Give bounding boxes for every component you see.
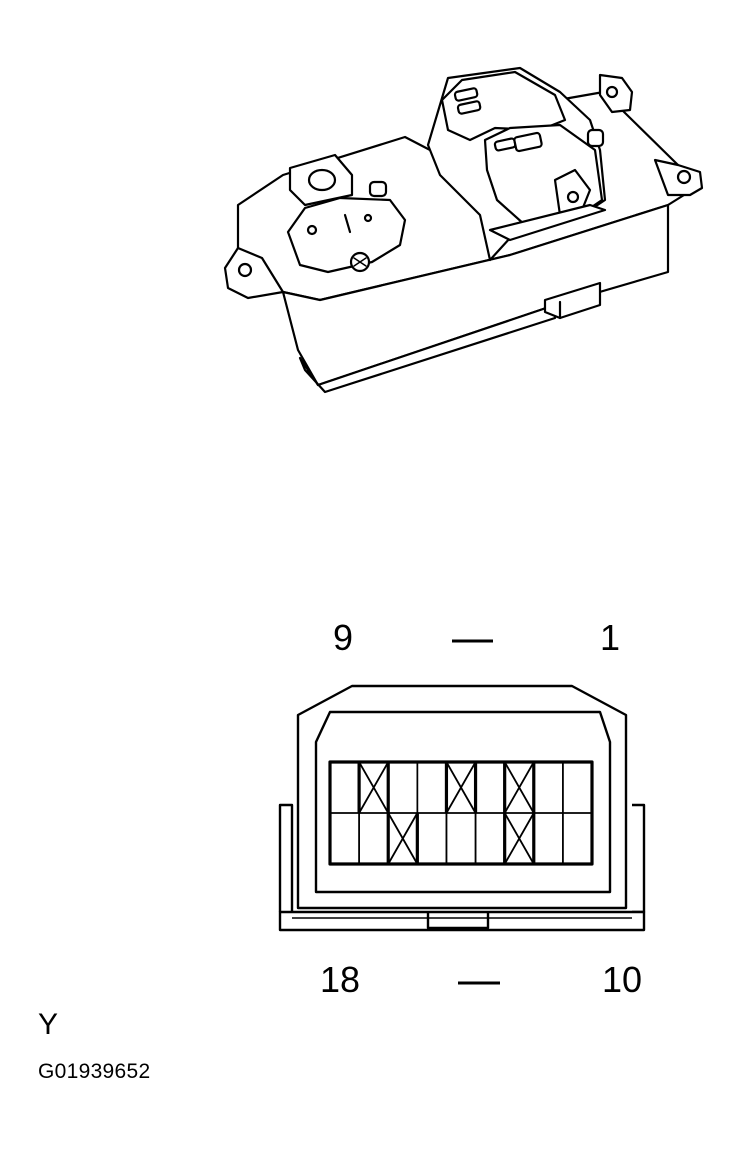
label-bottom-right: 10: [602, 959, 642, 1000]
right-mounting-hole: [676, 169, 692, 185]
label-top-left: 9: [333, 617, 353, 658]
switch-connector-tab: [543, 281, 602, 320]
connector-left-rail: [278, 803, 294, 912]
switch-housing-front: [281, 203, 670, 387]
master-post: [586, 128, 605, 148]
unused-cavity-mark: [445, 761, 477, 814]
label-bottom-left: 18: [320, 959, 360, 1000]
switch-housing-base: [298, 303, 557, 394]
connector-key: [426, 912, 490, 930]
connector-face: [278, 684, 646, 932]
unused-cavity-mark: [358, 761, 390, 814]
connector-shell: [296, 684, 628, 910]
connector-right-rail: [632, 803, 646, 914]
unused-cavity-mark: [503, 761, 535, 814]
cavity-grid: [328, 760, 594, 866]
figure-id: G01939652: [38, 1060, 151, 1083]
window-switch-assembly: [223, 66, 704, 394]
left-mounting-hole: [237, 262, 253, 278]
unused-cavity-mark: [503, 812, 535, 865]
upper-mounting-hole: [605, 85, 619, 99]
view-letter: Y: [38, 1008, 59, 1041]
lock-button-circle: [307, 168, 337, 192]
unused-cavity-mark: [387, 812, 419, 865]
left-mounting-ear: [223, 246, 285, 300]
lock-post: [368, 180, 388, 198]
single-window-rocker: [286, 196, 407, 274]
connector-base: [278, 910, 646, 932]
label-top-right: 1: [600, 617, 620, 658]
connector-inner-shell: [314, 710, 612, 894]
cavity-r2-c9: [562, 812, 593, 865]
